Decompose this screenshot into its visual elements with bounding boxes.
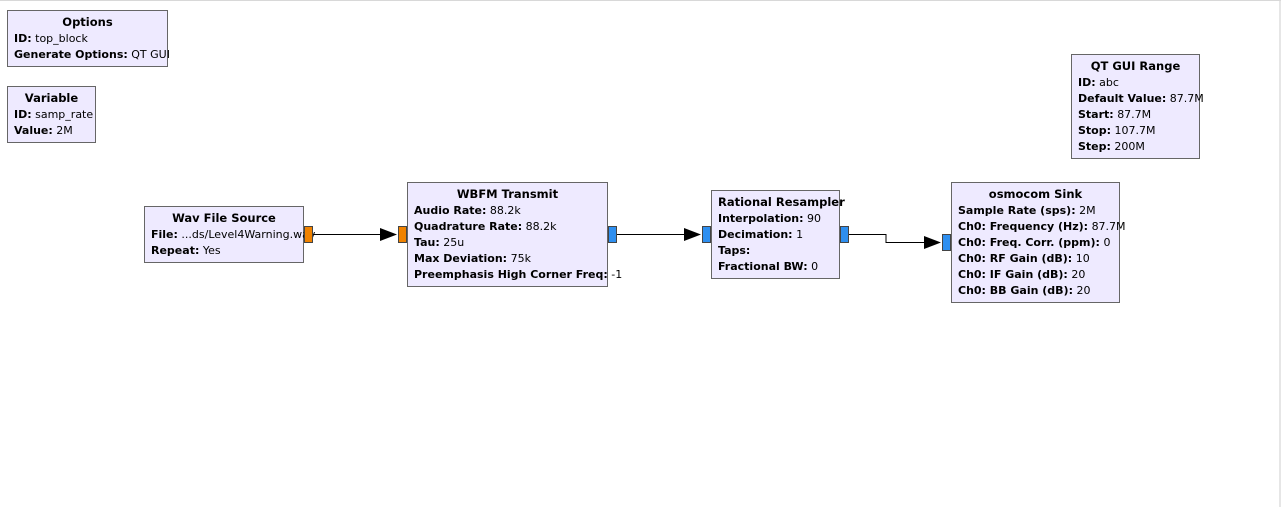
canvas-border [1279,1,1281,507]
param-default-value: Default Value: 87.7M [1078,92,1204,105]
options-block[interactable]: Options ID: top_block Generate Options: … [7,10,170,67]
param-quadrature-rate: Quadrature Rate: 88.2k [414,220,557,233]
arrow-head-icon [924,236,941,249]
param-id: ID: abc [1078,76,1119,89]
param-decimation: Decimation: 1 [718,228,804,241]
arrow-head-icon [380,228,397,241]
param-value: Value: 2M [14,124,73,137]
osmocom-in-port[interactable] [942,234,951,251]
resampler-out-port[interactable] [840,226,849,243]
param-step: Step: 200M [1078,140,1145,153]
variable-block[interactable]: Variable ID: samp_rate Value: 2M [7,86,96,143]
wbfm-out-port[interactable] [608,226,617,243]
param-audio-rate: Audio Rate: 88.2k [414,204,521,217]
param-stop: Stop: 107.7M [1078,124,1156,137]
wire-resampler-to-osmocom[interactable] [849,234,941,250]
block-title: WBFM Transmit [456,187,559,201]
param-ch0-freq-corr: Ch0: Freq. Corr. (ppm): 0 [958,236,1111,249]
param-ch0-frequency: Ch0: Frequency (Hz): 87.7M [958,220,1126,233]
param-start: Start: 87.7M [1078,108,1152,121]
resampler-in-port[interactable] [702,226,711,243]
param-max-deviation: Max Deviation: 75k [414,252,531,265]
param-ch0-bb-gain: Ch0: BB Gain (dB): 20 [958,284,1091,297]
rational-resampler-block[interactable]: Rational Resampler Interpolation: 90 Dec… [711,190,845,279]
arrow-head-icon [684,228,701,241]
param-sample-rate: Sample Rate (sps): 2M [958,204,1096,217]
wbfm-in-port[interactable] [398,226,407,243]
wire-wav-to-wbfm[interactable] [313,228,397,241]
param-taps: Taps: [718,244,751,257]
param-id: ID: top_block [14,32,88,45]
block-title: Wav File Source [172,211,276,225]
param-ch0-rf-gain: Ch0: RF Gain (dB): 10 [958,252,1090,265]
osmocom-sink-block[interactable]: osmocom Sink Sample Rate (sps): 2M Ch0: … [951,182,1126,303]
param-ch0-if-gain: Ch0: IF Gain (dB): 20 [958,268,1086,281]
qt-gui-range-block[interactable]: QT GUI Range ID: abc Default Value: 87.7… [1071,54,1204,159]
param-tau: Tau: 25u [414,236,465,249]
block-title: Rational Resampler [718,195,845,209]
param-generate-options: Generate Options: QT GUI [14,48,170,61]
block-title: Options [62,15,113,29]
block-title: Variable [24,91,79,105]
param-fractional-bw: Fractional BW: 0 [718,260,819,273]
param-file: File: ...ds/Level4Warning.wav [151,228,316,241]
param-interpolation: Interpolation: 90 [718,212,822,225]
block-title: osmocom Sink [988,187,1083,201]
param-preemphasis: Preemphasis High Corner Freq: -1 [414,268,623,281]
param-id: ID: samp_rate [14,108,94,121]
param-repeat: Repeat: Yes [151,244,221,257]
wav-file-source-block[interactable]: Wav File Source File: ...ds/Level4Warnin… [144,206,316,263]
block-title: QT GUI Range [1090,59,1181,73]
wbfm-transmit-block[interactable]: WBFM Transmit Audio Rate: 88.2k Quadratu… [407,182,623,287]
wav-source-out-port[interactable] [304,226,313,243]
wire-wbfm-to-resampler[interactable] [617,228,701,241]
